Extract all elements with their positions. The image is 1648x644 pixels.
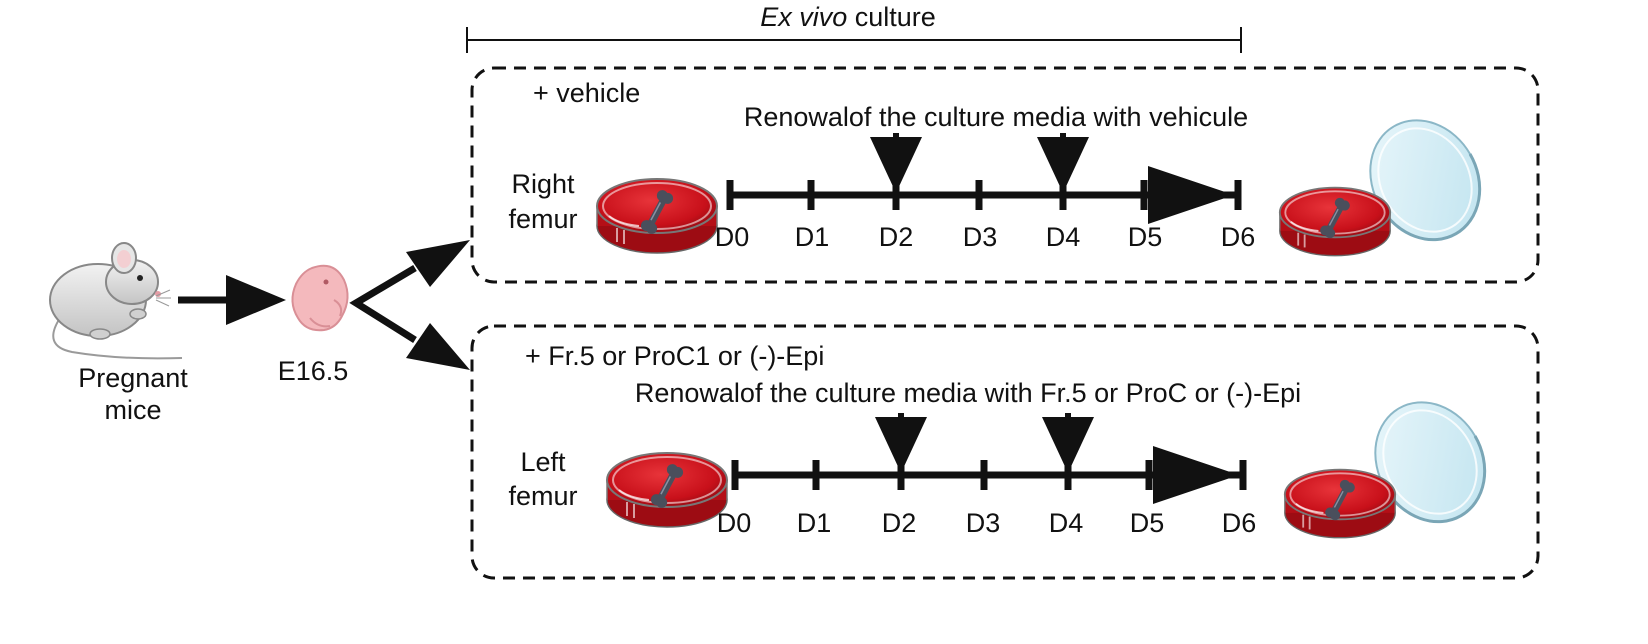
ex-vivo-italic: Ex vivo <box>760 2 847 32</box>
branch-arrows <box>349 240 470 370</box>
panel-vehicle: + vehicle Renowalof the culture media wi… <box>470 66 1540 284</box>
ex-vivo-title: Ex vivo culture <box>760 2 936 32</box>
panel-vehicle-border <box>470 66 1540 284</box>
day-label-d6: D6 <box>1222 508 1257 538</box>
sample-label-line2: femur <box>508 481 577 511</box>
day-label-d1: D1 <box>797 508 832 538</box>
ex-vivo-bracket <box>466 27 1242 53</box>
day-label-d6: D6 <box>1221 222 1256 252</box>
day-label-d2: D2 <box>879 222 914 252</box>
day-label-d5: D5 <box>1128 222 1163 252</box>
mouse-label-line1: Pregnant <box>78 363 188 393</box>
culture-timeline <box>735 413 1243 504</box>
day-label-d0: D0 <box>715 222 750 252</box>
day-label-d3: D3 <box>963 222 998 252</box>
treatment-label: + vehicle <box>533 78 640 108</box>
petri-dish-icon <box>596 178 718 254</box>
day-label-d1: D1 <box>795 222 830 252</box>
day-label-d3: D3 <box>966 508 1001 538</box>
sample-label-line1: Left <box>520 447 566 477</box>
day-label-d4: D4 <box>1046 222 1081 252</box>
panel-treated-border <box>470 324 1540 580</box>
sample-label-line1: Right <box>511 169 575 199</box>
day-label-d5: D5 <box>1130 508 1165 538</box>
day-label-d4: D4 <box>1049 508 1084 538</box>
embryo-icon <box>291 264 349 332</box>
culture-timeline <box>730 133 1238 224</box>
petri-dish-icon <box>606 452 728 528</box>
treatment-label: + Fr.5 or ProC1 or (-)-Epi <box>525 341 824 371</box>
renewal-label: Renowalof the culture media with vehicul… <box>744 102 1248 132</box>
day-label-d0: D0 <box>717 508 752 538</box>
day-label-d2: D2 <box>882 508 917 538</box>
open-petri-dish-icon <box>1280 100 1501 259</box>
sample-label-line2: femur <box>508 204 577 234</box>
embryo-label: E16.5 <box>278 356 349 386</box>
ex-vivo-rest: culture <box>847 2 936 32</box>
mouse-to-embryo-arrow <box>178 275 286 325</box>
mouse-icon <box>49 242 183 360</box>
mouse-label-line2: mice <box>104 395 161 425</box>
open-petri-dish-icon <box>1285 382 1506 541</box>
renewal-label: Renowalof the culture media with Fr.5 or… <box>635 378 1301 408</box>
panel-treated: + Fr.5 or ProC1 or (-)-Epi Renowalof the… <box>470 324 1540 580</box>
